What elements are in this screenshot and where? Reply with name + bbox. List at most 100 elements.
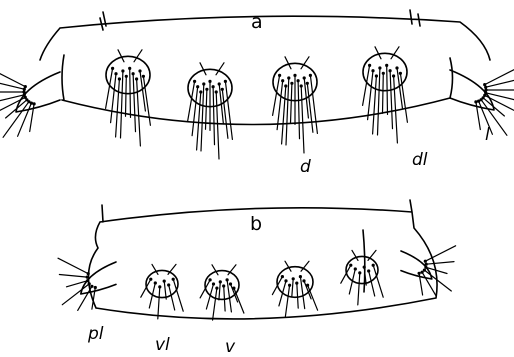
seta-socket <box>142 75 145 78</box>
seta <box>0 67 25 87</box>
seta-socket <box>367 269 370 272</box>
ventrolateral-right-tuft <box>341 250 383 305</box>
seta <box>285 57 291 69</box>
seta-socket <box>299 275 302 278</box>
pleural-left-tuft <box>58 258 116 310</box>
seta-socket <box>209 278 212 281</box>
seta-socket <box>132 72 135 75</box>
seta-label-l: l <box>485 125 490 145</box>
seta-socket <box>22 90 25 93</box>
seta <box>200 63 206 75</box>
panel-b-segment-outline <box>88 200 437 319</box>
seta <box>285 285 289 317</box>
seta-socket <box>111 67 114 70</box>
seta-socket <box>24 85 27 88</box>
ventral-right-tuft <box>272 261 317 317</box>
seta <box>369 271 375 296</box>
seta-socket <box>295 282 298 285</box>
seta-socket <box>423 269 426 272</box>
seta-socket <box>118 77 121 80</box>
seta-socket <box>94 286 97 289</box>
seta-socket <box>372 264 375 267</box>
seta <box>169 285 175 310</box>
seta-socket <box>349 264 352 267</box>
seta <box>158 287 160 319</box>
seta-socket <box>309 74 312 77</box>
seta-socket <box>232 287 235 290</box>
seta <box>486 79 514 87</box>
seta <box>201 84 204 151</box>
seta-socket <box>292 277 295 280</box>
seta-socket <box>224 80 227 83</box>
seta-socket <box>371 69 374 72</box>
seta <box>133 74 135 132</box>
right-lateral-lobe <box>450 65 514 136</box>
seta-socket <box>86 276 89 279</box>
seta <box>130 68 131 117</box>
seta-socket <box>212 85 215 88</box>
seta-socket <box>287 76 290 79</box>
seta <box>285 261 291 271</box>
seta-socket <box>306 82 309 85</box>
seta-socket <box>484 88 487 91</box>
seta <box>121 71 123 138</box>
seta <box>298 81 299 139</box>
seta-socket <box>424 260 427 263</box>
seta-label-pl: pl <box>87 324 104 344</box>
seta <box>137 79 141 146</box>
seta-socket <box>121 69 124 72</box>
seta-socket <box>484 91 487 94</box>
panel-a-seta-groups <box>0 47 514 159</box>
seta-socket <box>205 88 208 91</box>
seta-socket <box>90 285 93 288</box>
seta <box>308 285 318 310</box>
seta <box>422 272 436 296</box>
seta <box>58 258 88 273</box>
seta-socket <box>212 282 215 285</box>
seta-label-vl: vl <box>155 335 170 355</box>
seta-socket <box>86 279 89 282</box>
seta-socket <box>163 280 166 283</box>
seta-socket <box>114 72 117 75</box>
seta-socket <box>297 79 300 82</box>
seta-socket <box>167 283 170 286</box>
seta <box>375 47 381 59</box>
seta-socket <box>354 267 357 270</box>
seta <box>378 68 380 135</box>
seta-socket <box>202 82 205 85</box>
seta-socket <box>226 278 229 281</box>
seta-socket <box>302 279 305 282</box>
seta-socket <box>418 272 421 275</box>
seta-socket <box>306 284 309 287</box>
seta <box>164 281 166 299</box>
seta-socket <box>88 282 91 285</box>
seta-socket <box>221 88 224 91</box>
seta <box>0 81 24 89</box>
seta-socket <box>385 64 388 67</box>
dorsolateral-right-tuft <box>363 47 408 143</box>
left-lateral-lobe <box>0 67 60 138</box>
seta-socket <box>378 66 381 69</box>
seta-socket <box>281 275 284 278</box>
seta <box>292 279 293 297</box>
ventrolateral-left-tuft <box>141 264 183 319</box>
seta <box>213 288 217 320</box>
seta-socket <box>222 284 225 287</box>
seta-socket <box>125 75 128 78</box>
seta-socket <box>368 64 371 67</box>
seta <box>368 71 373 120</box>
seta <box>383 73 384 113</box>
seta-socket <box>87 272 90 275</box>
seta <box>426 262 454 265</box>
seta <box>126 76 127 116</box>
seta <box>224 286 225 311</box>
seta-socket <box>149 278 152 281</box>
seta-label-dl: dl <box>412 150 428 170</box>
seta <box>111 74 116 123</box>
seta <box>78 286 92 310</box>
seta <box>297 283 298 308</box>
seta-socket <box>229 282 232 285</box>
seta-socket <box>215 90 218 93</box>
seta-socket <box>193 80 196 83</box>
